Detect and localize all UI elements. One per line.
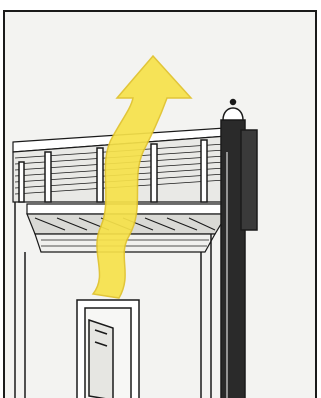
illustration-panel (3, 10, 317, 398)
house-cutaway-drawing (5, 12, 317, 398)
door (77, 300, 139, 398)
right-post (221, 100, 257, 398)
